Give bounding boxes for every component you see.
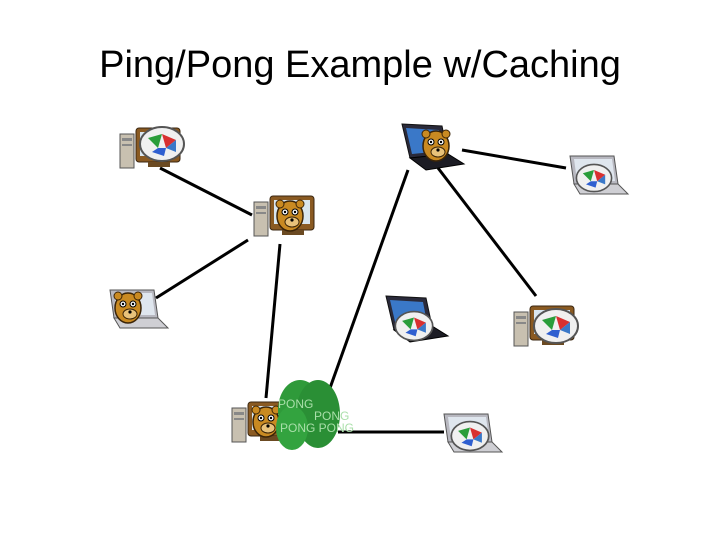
edge <box>159 166 253 217</box>
peer-node-laptop-4 <box>385 295 449 343</box>
edge <box>264 243 282 399</box>
limewire-ball-icon <box>450 420 490 452</box>
gnutella-mascot-icon <box>421 129 451 162</box>
edge <box>436 167 538 297</box>
edge <box>461 148 567 170</box>
edge <box>328 169 410 389</box>
gnutella-mascot-icon <box>275 199 305 232</box>
limewire-ball-icon <box>533 308 579 344</box>
limewire-ball-icon <box>394 310 434 342</box>
peer-node-laptop-5 <box>443 413 503 453</box>
gnutella-mascot-icon <box>113 291 143 324</box>
cache-line-1: PONG <box>278 397 313 411</box>
cache-line-2: PONG <box>314 409 349 423</box>
limewire-ball-icon <box>139 126 185 162</box>
gnutella-mascot-icon <box>251 405 281 438</box>
peer-node-laptop-2 <box>401 123 465 171</box>
peer-node-desktop-3 <box>513 305 579 347</box>
peer-node-desktop-1 <box>119 126 185 169</box>
edges <box>155 148 567 434</box>
cache-line-3: PONG PONG <box>280 421 354 435</box>
slide-title: Ping/Pong Example w/Caching <box>99 44 621 86</box>
pong-cache-blob: PONG PONG PONG PONG <box>276 380 354 450</box>
peer-node-laptop-3 <box>569 155 629 195</box>
edge <box>155 238 249 300</box>
peer-node-desktop-2 <box>253 195 315 237</box>
limewire-ball-icon <box>575 163 613 193</box>
